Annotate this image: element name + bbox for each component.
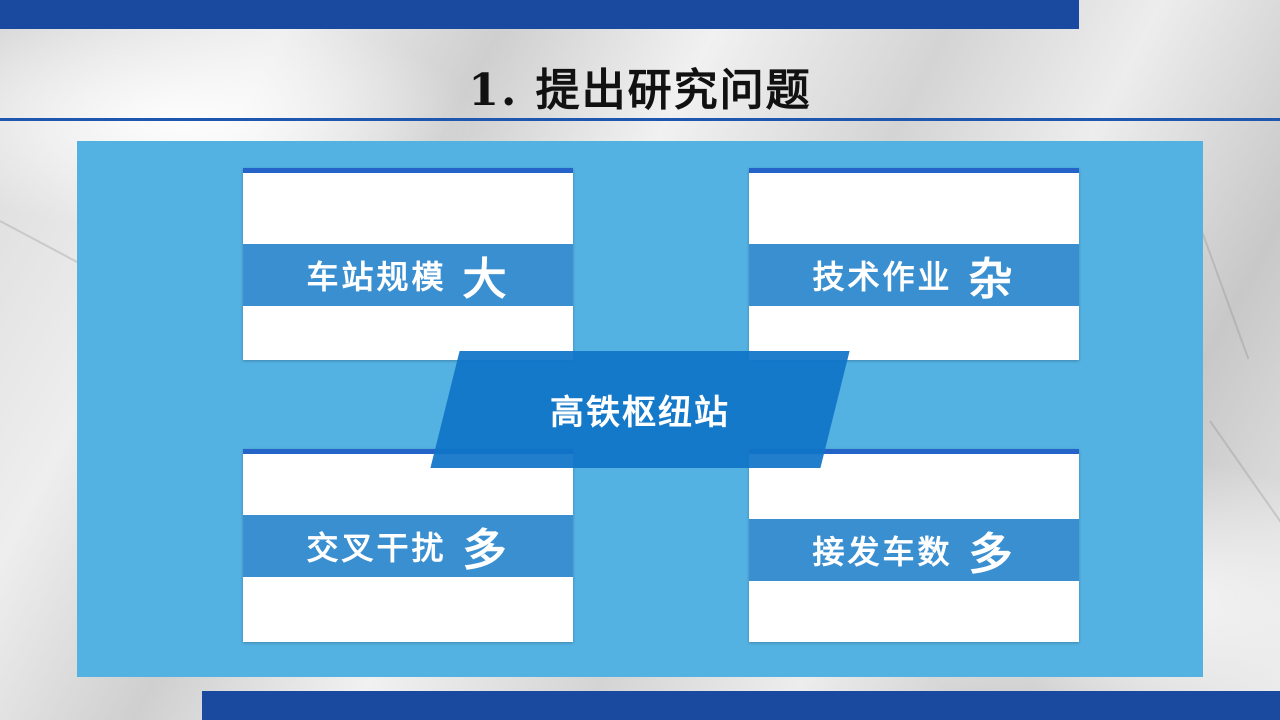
card-band: 交叉干扰 多 bbox=[243, 515, 573, 577]
card-emphasis: 杂 bbox=[968, 254, 1016, 305]
card-label: 交叉干扰 bbox=[306, 529, 447, 567]
card-cross-interference: 交叉干扰 多 bbox=[243, 449, 573, 642]
bottom-accent-bar bbox=[202, 691, 1280, 720]
card-train-count: 接发车数 多 bbox=[749, 449, 1079, 642]
page-title: 1. 提出研究问题 bbox=[468, 65, 812, 116]
card-band: 接发车数 多 bbox=[749, 519, 1079, 581]
card-emphasis: 多 bbox=[462, 525, 510, 576]
card-cap bbox=[243, 168, 573, 173]
card-label: 接发车数 bbox=[812, 533, 953, 571]
card-technical-operations: 技术作业 杂 bbox=[749, 168, 1079, 360]
card-cap bbox=[749, 168, 1079, 173]
marble-vein bbox=[1209, 420, 1280, 570]
card-band: 车站规模 大 bbox=[243, 244, 573, 306]
top-accent-bar bbox=[0, 0, 1079, 29]
card-emphasis: 多 bbox=[968, 529, 1016, 580]
center-label: 高铁枢纽站 bbox=[550, 393, 730, 433]
card-band: 技术作业 杂 bbox=[749, 244, 1079, 306]
title-divider bbox=[0, 118, 1280, 121]
card-cap bbox=[749, 449, 1079, 454]
card-label: 车站规模 bbox=[306, 258, 447, 296]
card-station-scale: 车站规模 大 bbox=[243, 168, 573, 360]
card-label: 技术作业 bbox=[812, 258, 953, 296]
card-emphasis: 大 bbox=[462, 254, 510, 305]
card-cap bbox=[243, 449, 573, 454]
